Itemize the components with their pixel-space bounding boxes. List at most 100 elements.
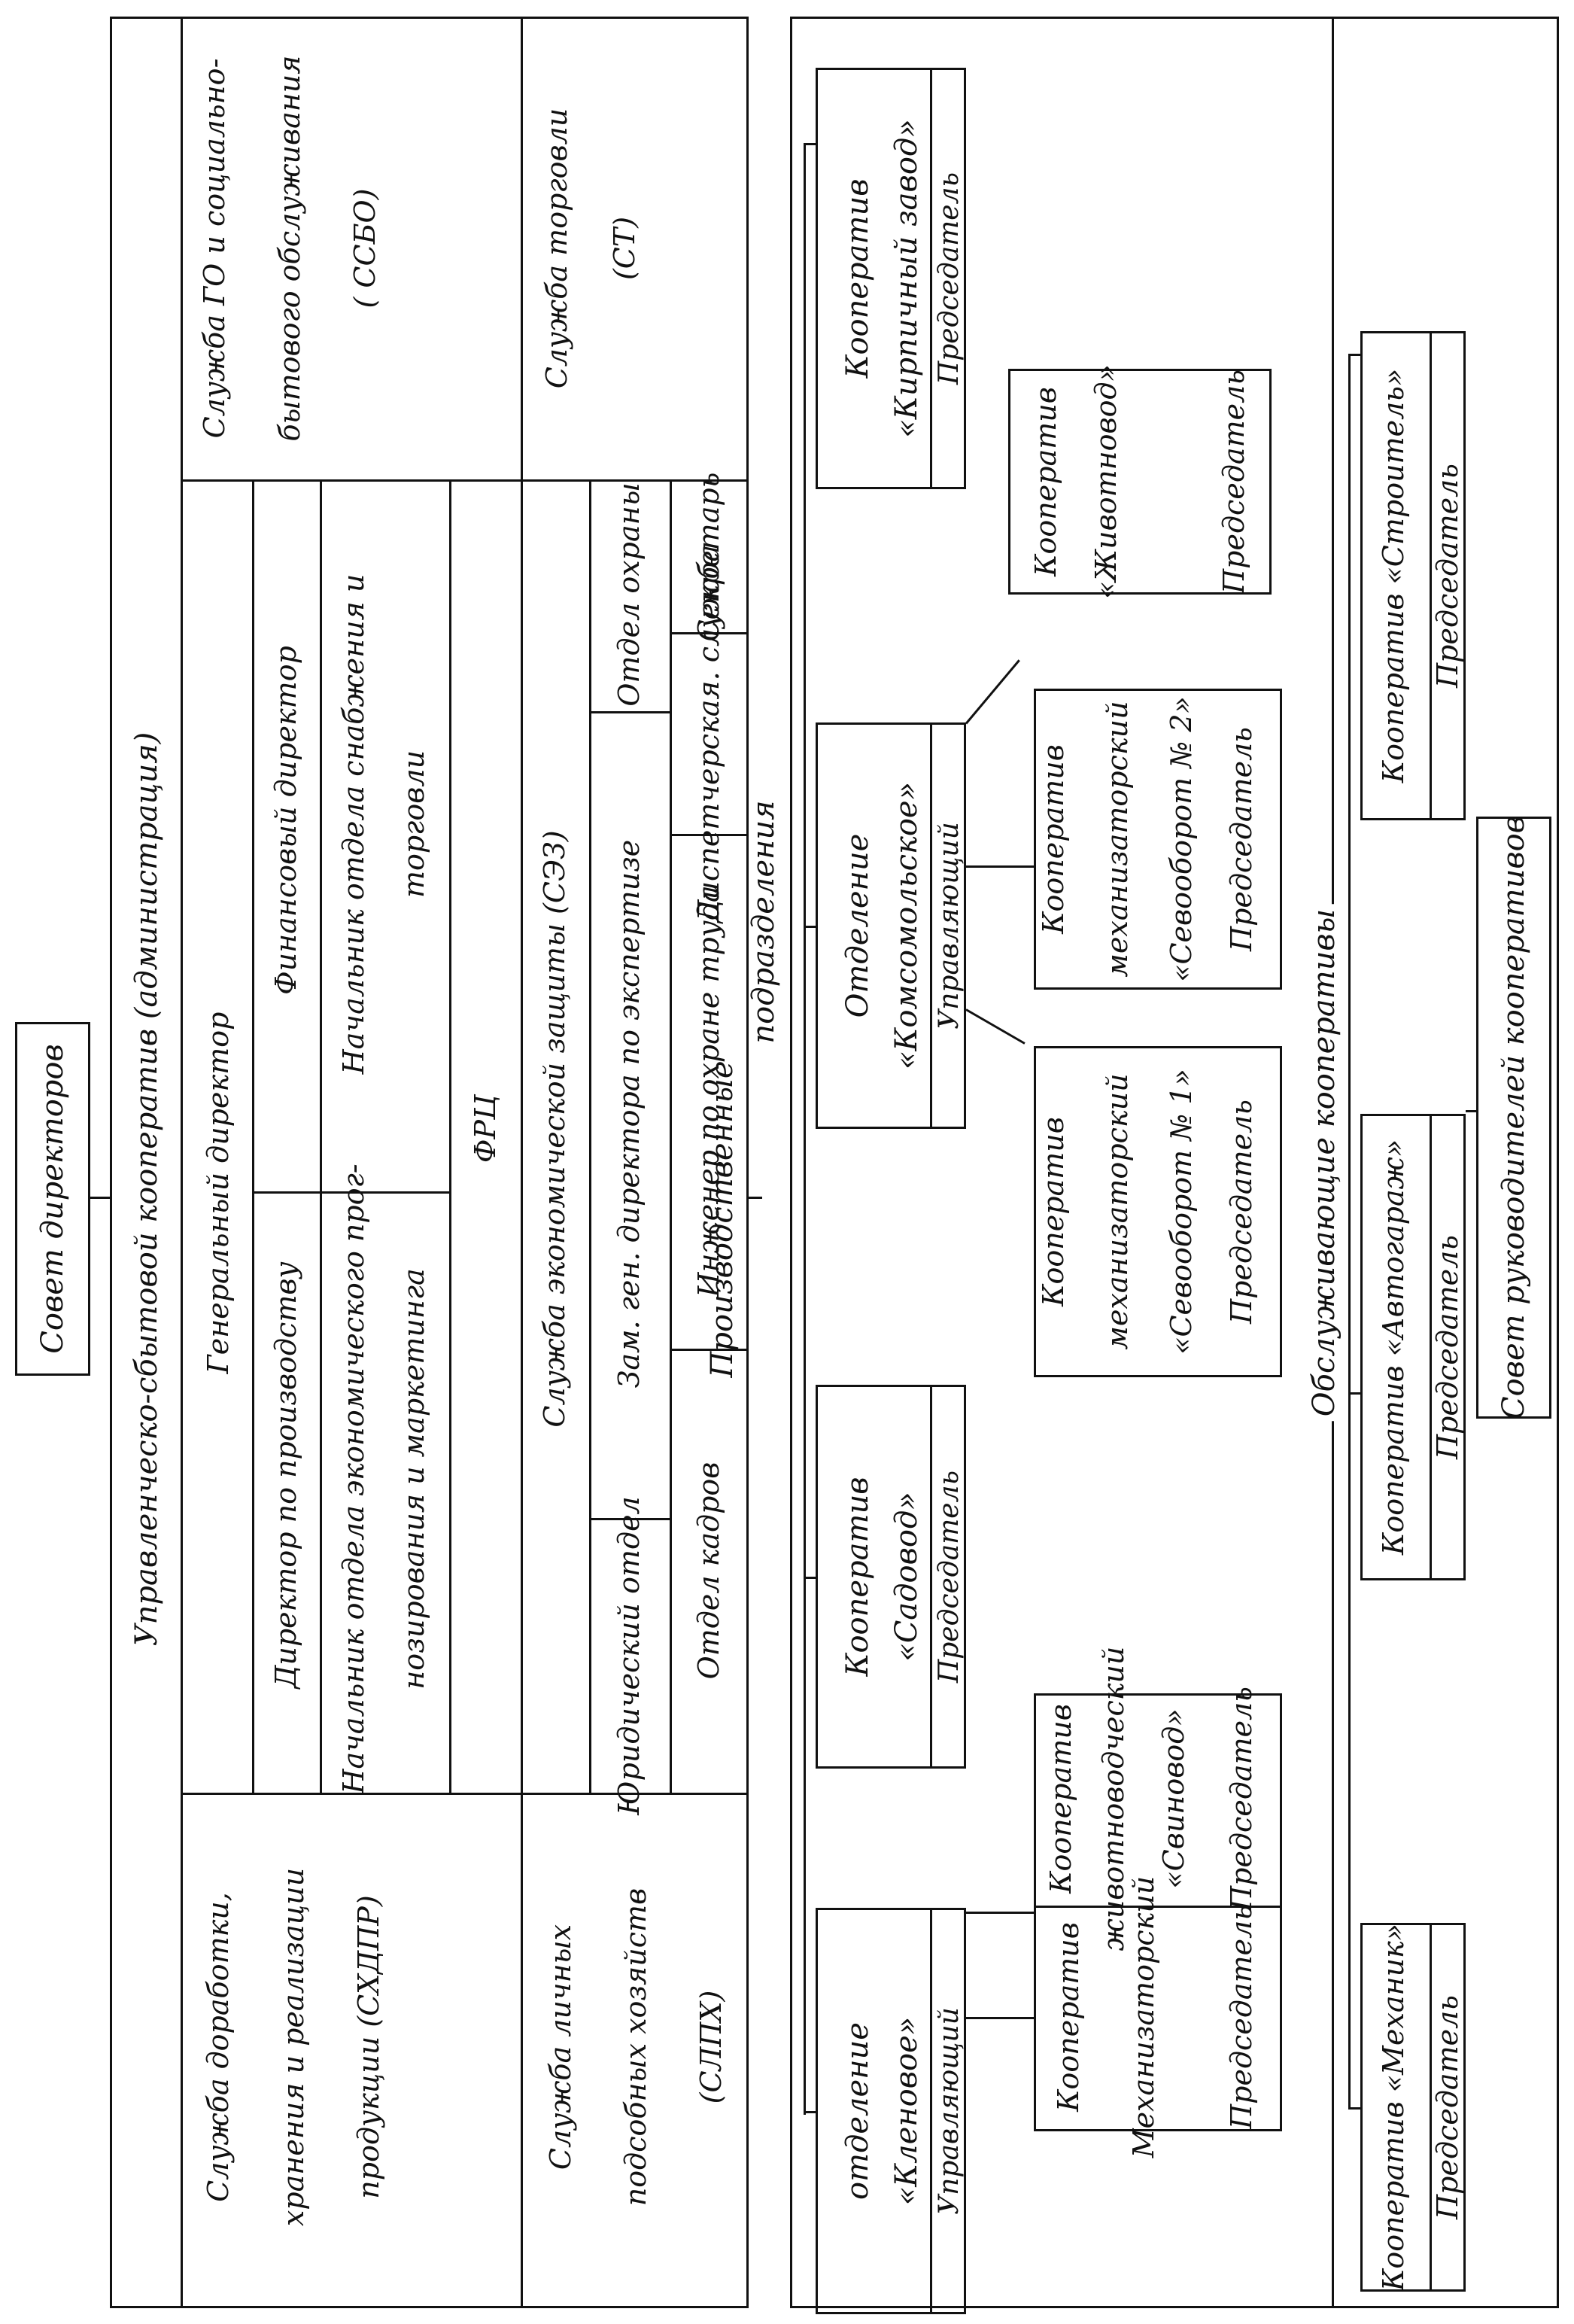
service-title: Обслуживающие кооперативы	[1307, 904, 1342, 1422]
svinovod-name-3: «Свиновод»	[1157, 1708, 1190, 1889]
admin-divider-1	[181, 17, 183, 2308]
komsomol-connector	[804, 926, 816, 928]
klenovoe-role: Управляющий	[934, 2007, 965, 2215]
kirpich-name-2: «Кирпичный завод»	[889, 119, 924, 438]
admin-to-production	[749, 1197, 762, 1199]
legal-label: Юридический отдел	[612, 1496, 646, 1815]
komsomol-role: Управляющий	[934, 822, 965, 1030]
mech-name-2: Механизаторский	[1127, 1875, 1160, 2158]
kirpich-box	[816, 68, 966, 489]
avtogarazh-divider	[1430, 1114, 1432, 1580]
mekhanik-box	[1360, 1923, 1466, 2292]
kirpich-name-1: Кооператив	[840, 178, 875, 379]
sadovod-connector	[804, 1577, 816, 1579]
sez-col-b	[589, 711, 670, 713]
klenovoe-name-2: «Кленовое»	[889, 2016, 924, 2206]
mekhanik-role: Председатель	[1431, 1995, 1464, 2219]
sadovod-box	[816, 1385, 966, 1769]
klenovoe-to-mech	[966, 2017, 1034, 2019]
kirpich-role-divider	[930, 68, 932, 489]
ssbo-line1: Служба ГО и социально-	[198, 58, 231, 439]
zhivotnovod-role: Председатель	[1217, 370, 1250, 594]
hr-label: Отдел кадров	[692, 1462, 725, 1680]
sevo2-name-1: Кооператив	[1037, 744, 1070, 934]
sez-col-a	[589, 1518, 670, 1520]
stroitel-divider	[1430, 331, 1432, 820]
sevo2-role: Председатель	[1225, 727, 1258, 951]
prod-director-label: Директор по производству	[269, 1261, 302, 1689]
econ-head-line2: нозирования и маркетинга	[397, 1268, 430, 1690]
schdpr-line3: продукции (СХДПР)	[352, 1895, 385, 2199]
sez-label: Служба экономической защиты (СЭЗ)	[538, 830, 571, 1428]
head-divider	[320, 479, 322, 1793]
zhivotnovod-name-1: Кооператив	[1029, 387, 1062, 576]
stroitel-connector	[1348, 354, 1360, 356]
klenovoe-name-1: отделение	[840, 2022, 875, 2200]
avtogarazh-connector	[1348, 1392, 1360, 1395]
stroitel-box	[1360, 331, 1466, 820]
board-label: Совет директоров	[35, 1044, 70, 1354]
board-connector	[90, 1197, 110, 1199]
supply-head-line1: Начальник отдела снабжения и	[337, 573, 370, 1075]
sadovod-role-divider	[930, 1385, 932, 1769]
ssbo-line2: бытового обслуживания	[273, 55, 306, 442]
admin-divider-2	[521, 17, 523, 2308]
avtogarazh-box	[1360, 1114, 1466, 1580]
council-connector	[1466, 1110, 1476, 1112]
board-box	[15, 1022, 90, 1376]
svinovod-role: Председатель	[1225, 1687, 1258, 1911]
admin-label: Управленческо-сбытовой кооператив (админ…	[129, 732, 164, 1647]
zhivotnovod-name-2: «Животновод»	[1089, 364, 1123, 599]
director-split	[252, 1191, 449, 1194]
komsomol-name-1: Отделение	[840, 833, 875, 1018]
production-title-2: подразделения	[746, 800, 781, 1044]
klenovoe-to-svinovod	[966, 1912, 1034, 1914]
klenovoe-box	[816, 1908, 966, 2314]
sevo2-name-3: «Севооборот № 2»	[1165, 696, 1198, 982]
service-spine	[1348, 354, 1351, 2107]
slph-line3: (СЛПХ)	[694, 1990, 728, 2104]
mekhanik-name: Кооператив «Механик»	[1377, 1924, 1410, 2291]
dept-spine	[804, 143, 806, 2115]
komsomol-box	[816, 722, 966, 1129]
komsomol-to-sevo2	[966, 865, 1034, 868]
frc-divider	[449, 479, 451, 1793]
sadovod-name-2: «Садовод»	[889, 1492, 924, 1662]
sevo1-name-3: «Севооборот № 1»	[1165, 1069, 1198, 1355]
kirpich-role: Председатель	[934, 172, 965, 385]
supply-head-line2: торговли	[397, 750, 430, 899]
svinovod-box	[1034, 1693, 1282, 1908]
sez-divider	[589, 479, 591, 1793]
komsomol-name-2: «Комсомольское»	[889, 781, 924, 1070]
sez-col-e	[670, 632, 749, 634]
mekhanik-connector	[1348, 2107, 1360, 2110]
admin-box	[110, 17, 749, 2308]
klenovoe-role-divider	[930, 1908, 932, 2314]
mech-name-1: Кооператив	[1052, 1922, 1085, 2112]
production-box	[790, 17, 1559, 2308]
gen-divider	[252, 479, 254, 1793]
council-box	[1476, 817, 1551, 1419]
production-title-1: Производственные	[705, 1060, 740, 1378]
sevo2-box	[1034, 689, 1282, 990]
secretary-label: Секретарь	[692, 472, 725, 642]
frc-label: ФРЦ	[469, 1094, 502, 1164]
sevo1-name-2: механизаторский	[1101, 1073, 1134, 1350]
gen-block-bottom	[181, 1793, 521, 1795]
schdpr-line2: хранения и реализации	[277, 1867, 310, 2227]
econ-head-line1: Начальник отдела экономического прог-	[337, 1164, 370, 1794]
sez-block-bottom	[521, 1793, 749, 1795]
mech-role: Председатель	[1225, 1905, 1258, 2129]
sevo1-box	[1034, 1046, 1282, 1377]
avtogarazh-name: Кооператив «Автогараж»	[1377, 1139, 1410, 1556]
council-label: Совет руководителей кооперативов	[1497, 815, 1531, 1420]
security-label: Отдел охраны	[612, 482, 646, 707]
slph-line2: подсобных хозяйств	[619, 1887, 652, 2207]
sadovod-name-1: Кооператив	[840, 1477, 875, 1677]
sevo1-role: Председатель	[1225, 1100, 1258, 1324]
sevo1-name-1: Кооператив	[1037, 1117, 1070, 1306]
stroitel-role: Председатель	[1431, 464, 1464, 688]
sez-col-c	[670, 1349, 749, 1351]
svinovod-name-1: Кооператив	[1044, 1704, 1077, 1894]
